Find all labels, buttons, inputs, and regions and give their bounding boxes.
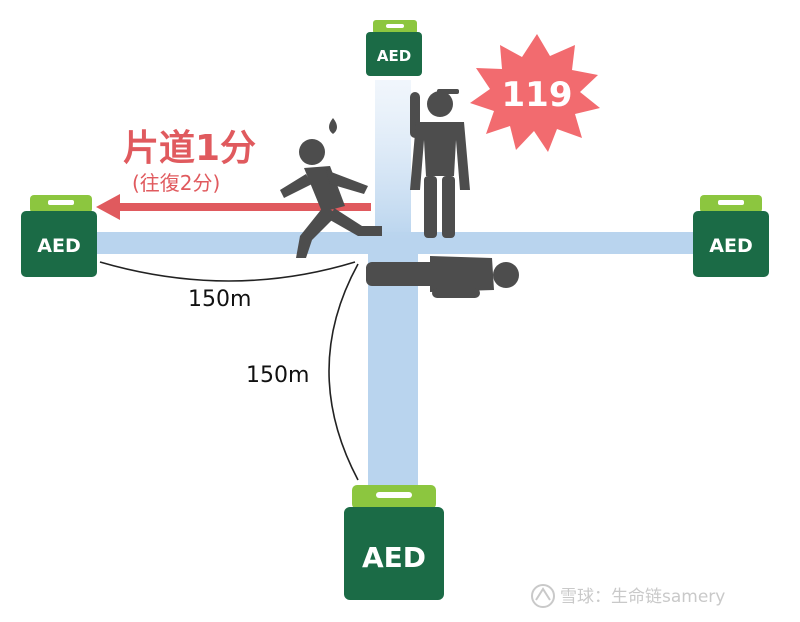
caller-person-icon <box>410 89 470 238</box>
collapsed-legs <box>366 262 438 286</box>
watermark-logo-icon <box>531 584 555 608</box>
aed-box-bottom: AED <box>344 485 444 600</box>
vertical-distance-label: 150m <box>246 363 309 388</box>
aed-box-left: AED <box>21 195 97 277</box>
vertical-distance-arc <box>328 263 359 481</box>
aed-box-top: AED <box>366 20 422 76</box>
arrow-head <box>96 194 120 220</box>
emergency-call-burst: 119 <box>470 34 600 152</box>
walkway-paths <box>95 80 700 490</box>
aed-left-body <box>21 211 97 277</box>
path-bottom <box>368 250 418 490</box>
aed-right-label: AED <box>709 235 752 257</box>
collapsed-arm <box>432 288 480 298</box>
horizontal-distance-arc <box>99 261 356 282</box>
path-left <box>95 232 385 254</box>
watermark-logo-mark <box>535 587 551 601</box>
watermark: 雪球：生命链samery <box>531 584 725 608</box>
one-way-arrow <box>96 194 371 220</box>
aed-right-body <box>693 211 769 277</box>
aed-top-body <box>366 32 422 76</box>
caller-leg-right <box>442 176 455 238</box>
aed-left-label: AED <box>37 235 80 257</box>
runner-head <box>299 139 325 165</box>
arrow-shaft <box>113 203 371 211</box>
runner-torso <box>304 166 345 212</box>
distance-arcs <box>99 261 359 481</box>
round-trip-time-label: (往復2分) <box>132 171 220 195</box>
aed-box-right: AED <box>693 195 769 277</box>
watermark-text: 雪球：生命链samery <box>560 587 725 607</box>
aed-bottom-body <box>344 507 444 600</box>
aed-top-label: AED <box>377 47 411 65</box>
collapsed-head <box>493 262 519 288</box>
collapsed-torso <box>430 256 494 292</box>
runner-leg-back <box>296 206 338 258</box>
runner-arm-front <box>326 170 368 194</box>
collapsed-person-icon <box>366 256 519 298</box>
burst-shape <box>470 34 600 152</box>
caller-body <box>410 122 470 190</box>
aed-right-handle-hole <box>718 200 744 205</box>
horizontal-distance-label: 150m <box>188 287 251 312</box>
runner-sweat-drop <box>329 118 337 134</box>
emergency-number: 119 <box>502 75 573 115</box>
running-person-icon <box>280 118 382 258</box>
runner-leg-front <box>330 208 382 236</box>
aed-bottom-handle-hole <box>376 492 412 498</box>
one-way-time-label: 片道1分 <box>123 128 256 169</box>
caller-cap-brim <box>437 89 459 94</box>
path-top <box>375 80 411 240</box>
caller-head <box>427 91 453 117</box>
aed-left-handle-hole <box>48 200 74 205</box>
caller-leg-left <box>424 176 437 238</box>
aed-top-handle-hole <box>386 24 404 28</box>
path-right <box>380 232 700 254</box>
runner-arm-back <box>280 174 312 198</box>
aed-bottom-label: AED <box>362 541 426 574</box>
